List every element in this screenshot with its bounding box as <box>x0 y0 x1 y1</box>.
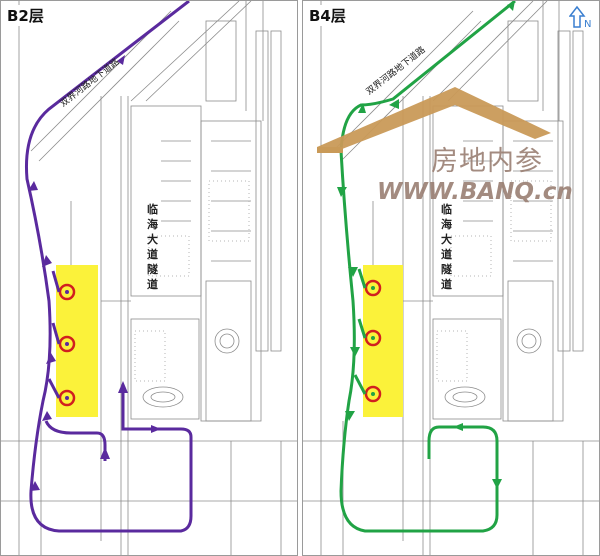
b2-tunnel-label: 临 海 大 道 隧 道 <box>147 202 158 291</box>
svg-text:大: 大 <box>441 232 452 246</box>
b2-dot-texture <box>134 180 250 382</box>
svg-text:隧: 隧 <box>441 262 452 276</box>
b4-road-label: 双界河路地下道路 <box>363 44 427 98</box>
svg-text:海: 海 <box>441 217 452 231</box>
svg-text:道: 道 <box>441 247 452 261</box>
b4-tunnel-label: 临 海 大 道 隧 道 <box>441 202 452 291</box>
b4-map: 双界河路地下道路 临 海 大 道 隧 道 <box>303 1 599 555</box>
b2-map: 双界河路地下道路 临 海 大 道 隧 道 <box>1 1 297 555</box>
b2-route-arrows <box>28 55 161 491</box>
compass-letter: N <box>584 19 591 29</box>
svg-text:道: 道 <box>147 247 158 261</box>
watermark-url: WWW.BANQ.cn <box>377 179 573 205</box>
house-roof-logo <box>317 87 551 153</box>
svg-text:道: 道 <box>147 277 158 291</box>
svg-text:道: 道 <box>441 277 452 291</box>
b2-route <box>24 1 193 533</box>
b2-stop-markers <box>58 283 76 407</box>
b4-dot-texture <box>436 180 552 382</box>
b2-site-plan <box>1 1 297 555</box>
panel-b2: 双界河路地下道路 临 海 大 道 隧 道 B2层 <box>0 0 298 556</box>
floor-label-b2: B2层 <box>5 5 46 26</box>
panel-b4: 双界河路地下道路 临 海 大 道 隧 道 B4层 N 房地内参 WWW.BAN <box>302 0 600 556</box>
north-arrow-icon: N <box>569 5 593 29</box>
watermark-chinese: 房地内参 <box>431 146 543 177</box>
b4-route-arrows <box>337 1 515 489</box>
svg-text:临: 临 <box>441 202 452 216</box>
b4-route <box>339 1 516 533</box>
svg-text:海: 海 <box>147 217 158 231</box>
b4-stop-markers <box>364 279 382 403</box>
floor-label-b4: B4层 <box>307 5 348 26</box>
b2-road-label: 双界河路地下道路 <box>57 56 121 110</box>
svg-text:大: 大 <box>147 232 158 246</box>
svg-text:隧: 隧 <box>147 262 158 276</box>
svg-text:临: 临 <box>147 202 158 216</box>
